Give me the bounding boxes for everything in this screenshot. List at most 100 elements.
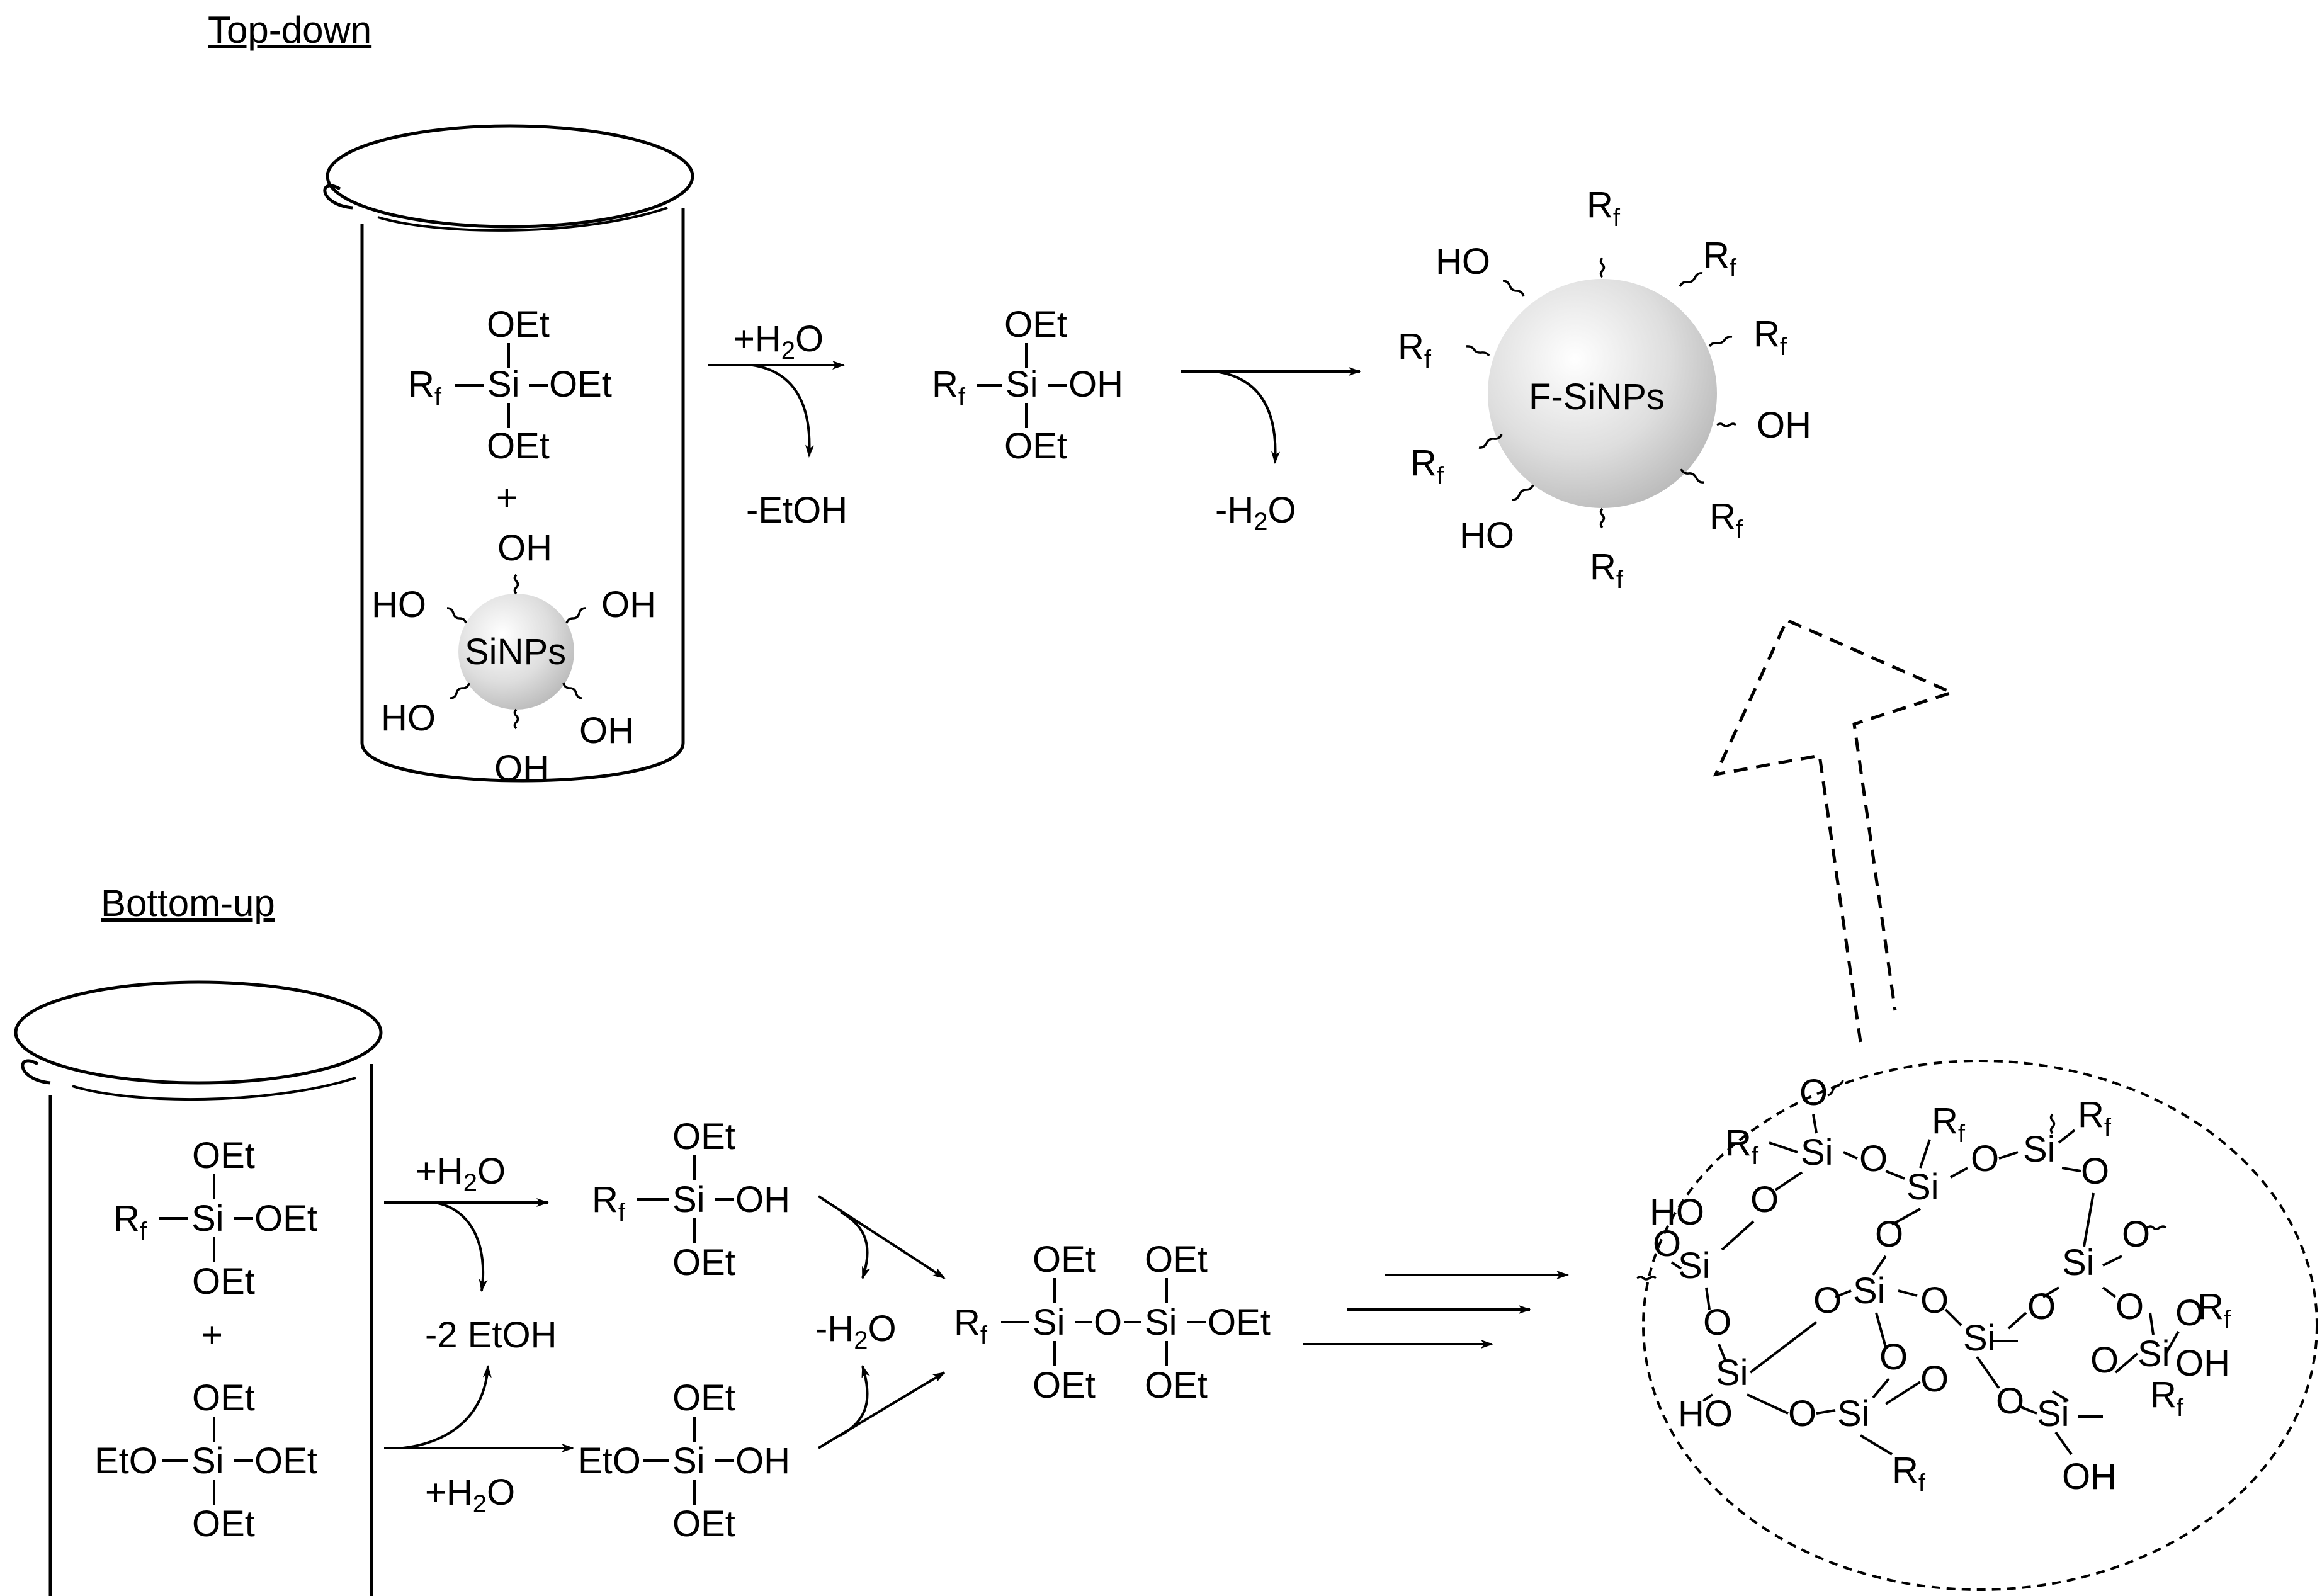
svg-text:Rf: Rf [2197, 1286, 2231, 1333]
svg-text:Si: Si [1963, 1318, 1996, 1359]
title-bottom-up: Bottom-up [101, 882, 275, 924]
svg-text:+H2O: +H2O [416, 1151, 506, 1197]
svg-text:OH: OH [1757, 405, 1811, 446]
svg-text:Si: Si [487, 364, 520, 405]
svg-text:Si: Si [672, 1440, 705, 1481]
svg-text:OEt: OEt [1033, 1239, 1096, 1280]
top-arrow-hydrolysis: +H2O -EtOH [708, 319, 847, 531]
svg-text:Si: Si [1678, 1245, 1711, 1286]
svg-text:Si: Si [2138, 1333, 2170, 1374]
svg-text:O: O [1971, 1138, 1999, 1179]
svg-text:Rf: Rf [1753, 314, 1787, 361]
svg-text:-H2O: -H2O [815, 1308, 897, 1354]
svg-text:HO: HO [381, 698, 436, 739]
svg-text:Si: Si [191, 1198, 224, 1239]
svg-text:Si: Si [1853, 1271, 1886, 1311]
svg-text:EtO: EtO [578, 1440, 641, 1481]
svg-text:O: O [1703, 1302, 1731, 1343]
svg-text:HO: HO [1650, 1192, 1704, 1233]
beaker-bottom [14, 980, 383, 1596]
svg-text:OEt: OEt [1004, 304, 1067, 345]
beaker-top [323, 124, 694, 783]
svg-text:Si: Si [191, 1440, 224, 1481]
svg-text:OEt: OEt [192, 1378, 255, 1418]
bottom-silanol-teos: OEt EtO Si OH OEt [578, 1378, 790, 1544]
svg-text:+H2O: +H2O [733, 319, 824, 365]
svg-text:Rf: Rf [1590, 546, 1624, 594]
svg-text:-2 EtOH: -2 EtOH [425, 1315, 557, 1355]
top-silanol: OEt Rf Si OH OEt [932, 304, 1123, 467]
svg-text:Si: Si [1837, 1393, 1870, 1434]
title-top-down: Top-down [208, 9, 371, 51]
svg-text:+: + [201, 1315, 223, 1355]
svg-text:HO: HO [1459, 515, 1514, 556]
svg-text:Rf: Rf [592, 1179, 626, 1226]
svg-text:O: O [1920, 1280, 1949, 1321]
svg-text:OH: OH [735, 1440, 790, 1481]
svg-text:Rf: Rf [954, 1302, 988, 1349]
svg-text:Rf: Rf [1398, 326, 1432, 373]
svg-text:OEt: OEt [192, 1503, 255, 1544]
svg-text:OEt: OEt [549, 364, 612, 405]
svg-text:OEt: OEt [672, 1116, 735, 1157]
svg-text:Si: Si [1033, 1302, 1065, 1343]
zoom-arrow [1713, 618, 1957, 1043]
svg-text:Si: Si [1801, 1132, 1833, 1173]
svg-text:Si: Si [1906, 1167, 1939, 1208]
svg-text:Si: Si [2062, 1242, 2095, 1283]
bottom-arrows-hydrolysis: +H2O -2 EtOH +H2O [384, 1151, 574, 1518]
svg-text:Rf: Rf [1709, 496, 1743, 543]
svg-text:Rf: Rf [1932, 1101, 1966, 1148]
svg-text:OH: OH [497, 528, 552, 569]
svg-text:OH: OH [735, 1179, 790, 1220]
svg-text:Si: Si [1145, 1302, 1177, 1343]
svg-text:OEt: OEt [254, 1198, 317, 1239]
svg-text:Rf: Rf [932, 364, 966, 411]
svg-text:HO: HO [1436, 241, 1490, 282]
svg-text:OH: OH [2175, 1343, 2230, 1384]
svg-text:O: O [2115, 1286, 2144, 1327]
svg-text:O: O [2090, 1340, 2119, 1381]
svg-text:Rf: Rf [1892, 1450, 1926, 1497]
svg-text:O: O [1859, 1138, 1888, 1179]
bottom-reagent-silane: OEt Rf Si OEt OEt + [113, 1135, 317, 1355]
svg-text:OEt: OEt [192, 1135, 255, 1176]
sinps-particle: SiNPs OH HO OH HO OH OH [371, 528, 656, 789]
svg-text:OH: OH [579, 710, 634, 751]
svg-text:Rf: Rf [1410, 443, 1444, 490]
svg-text:Rf: Rf [1587, 184, 1621, 232]
svg-text:OEt: OEt [672, 1503, 735, 1544]
svg-text:OEt: OEt [672, 1378, 735, 1418]
svg-text:SiNPs: SiNPs [465, 631, 566, 672]
multi-step-arrows [1303, 1271, 1569, 1349]
svg-text:OEt: OEt [672, 1242, 735, 1283]
svg-text:O: O [2081, 1151, 2109, 1192]
fsinps-particle: F-SiNPs Rf Rf HO Rf Rf OH Rf Rf HO Rf [1398, 184, 1811, 594]
disiloxane-dimer: OEt Rf Si O Si OEt OEt OEt OEt [954, 1239, 1271, 1406]
svg-text:O: O [1788, 1393, 1816, 1434]
svg-text:Si: Si [2023, 1129, 2056, 1170]
bottom-reagent-teos: OEt EtO Si OEt OEt [94, 1378, 317, 1544]
svg-text:O: O [2122, 1214, 2150, 1255]
svg-text:O: O [1799, 1072, 1828, 1113]
svg-text:OEt: OEt [254, 1440, 317, 1481]
svg-text:+: + [496, 477, 518, 518]
svg-text:-EtOH: -EtOH [746, 490, 847, 531]
svg-text:OH: OH [494, 748, 549, 789]
svg-text:-H2O: -H2O [1215, 490, 1296, 536]
svg-text:OEt: OEt [487, 426, 550, 467]
network-zoom-ellipse [1642, 1060, 2318, 1591]
svg-text:+H2O: +H2O [425, 1472, 515, 1518]
svg-text:OEt: OEt [487, 304, 550, 345]
svg-text:Rf: Rf [408, 364, 442, 411]
svg-text:O: O [1750, 1179, 1779, 1220]
svg-text:HO: HO [371, 584, 426, 625]
svg-text:O: O [1653, 1223, 1681, 1264]
svg-text:O: O [1813, 1280, 1842, 1321]
bottom-silanol-rf: OEt Rf Si OH OEt [592, 1116, 790, 1283]
svg-text:OH: OH [2062, 1456, 2117, 1497]
svg-text:OEt: OEt [1208, 1302, 1271, 1343]
svg-text:EtO: EtO [94, 1440, 157, 1481]
svg-text:Rf: Rf [1703, 235, 1737, 282]
